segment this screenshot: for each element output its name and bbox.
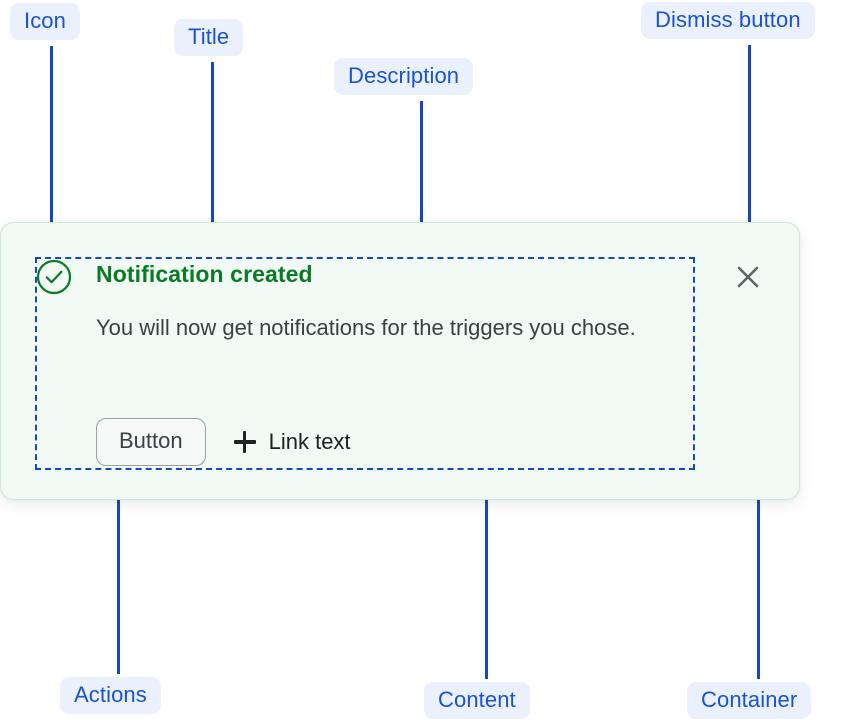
- action-link[interactable]: Link text: [233, 429, 351, 455]
- annotation-pill-actions: Actions: [60, 677, 161, 715]
- action-button[interactable]: Button: [96, 418, 206, 467]
- leader-line-title: [211, 62, 214, 267]
- leader-line-container: [757, 470, 760, 679]
- annotation-pill-content: Content: [424, 682, 530, 720]
- plus-icon: [233, 431, 256, 454]
- annotation-pill-description: Description: [334, 58, 474, 96]
- annotation-pill-title: Title: [174, 19, 244, 57]
- annotation-pill-container: Container: [687, 682, 812, 720]
- notification-title: Notification created: [96, 261, 313, 287]
- notification-content-region: [35, 257, 695, 470]
- annotation-pill-dismiss-button: Dismiss button: [641, 2, 815, 40]
- annotation-pill-icon: Icon: [10, 3, 80, 41]
- close-icon[interactable]: [732, 261, 764, 293]
- check-circle-icon: [36, 259, 72, 295]
- leader-line-description: [420, 101, 423, 303]
- leader-line-actions: [117, 468, 120, 674]
- leader-line-content: [485, 470, 488, 679]
- notification-description: You will now get notifications for the t…: [96, 315, 636, 340]
- leader-line-icon: [50, 46, 53, 250]
- leader-line-dismiss-button: [748, 45, 751, 248]
- action-link-label: Link text: [268, 429, 351, 454]
- notification-actions: Button Link text: [96, 418, 351, 467]
